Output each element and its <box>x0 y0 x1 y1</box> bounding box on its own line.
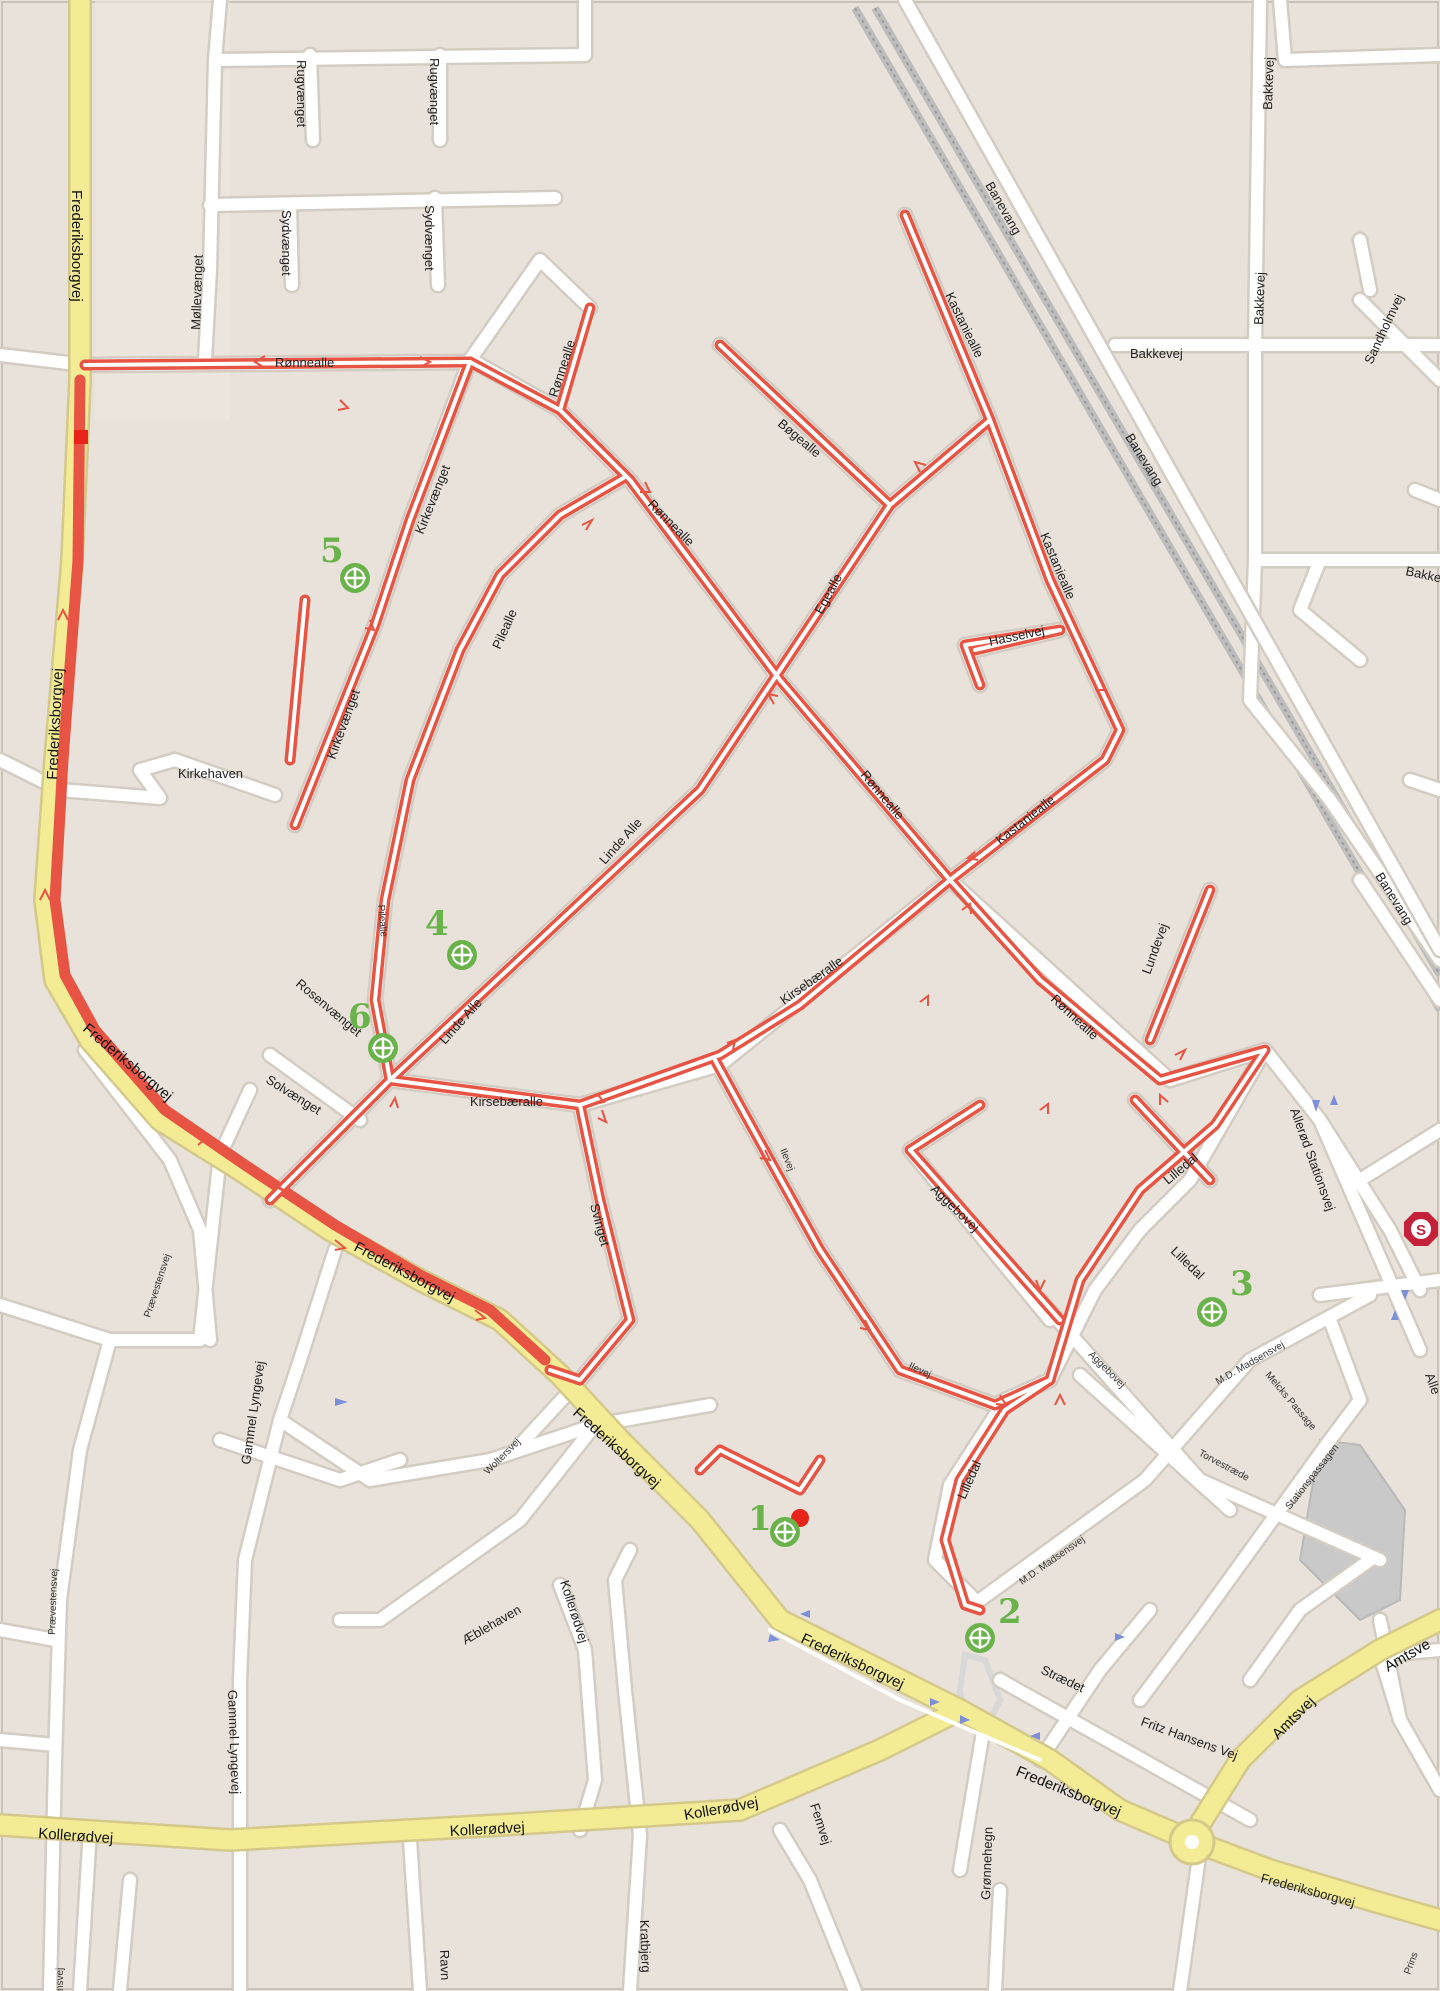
crosshair-ring <box>970 1628 990 1648</box>
street-label: Bakkevej <box>1251 272 1268 325</box>
red-square-icon[interactable] <box>74 430 88 444</box>
route-marker-label: 2 <box>998 1592 1022 1632</box>
street-label: Kirsebæralle <box>470 1094 543 1109</box>
street-label: Bakkevej <box>1130 346 1183 361</box>
crosshair-ring <box>373 1038 393 1058</box>
crosshair-lines <box>774 1521 796 1543</box>
route-marker-2[interactable]: 2 <box>965 1592 1022 1653</box>
street-label: Grønnehegn <box>978 1827 996 1900</box>
route-marker-label: 5 <box>320 531 344 571</box>
street-label: Frederiksborgvej <box>44 668 67 780</box>
route-marker-4[interactable]: 4 <box>425 904 477 970</box>
street-label: Frederiksborgvej <box>68 190 85 302</box>
street-label: Gammel Lyngevej <box>225 1690 244 1795</box>
street-label: Pilealle <box>375 904 389 938</box>
route-marker-6[interactable]: 6 <box>348 997 398 1063</box>
crosshair-lines <box>969 1627 991 1649</box>
street-label: Rugvænget <box>294 60 309 128</box>
station-badge-letter: S <box>1416 1222 1426 1239</box>
street-label: Rugvænget <box>427 58 442 126</box>
street-label: Ravn <box>437 1950 453 1981</box>
street-label: Møllevænget <box>188 254 206 330</box>
crosshair-ring <box>775 1522 795 1542</box>
street-label: Bakkevej <box>1260 57 1277 110</box>
route-arrows <box>39 355 1188 1407</box>
station-badge[interactable]: S <box>1404 1212 1438 1246</box>
crosshair-ring <box>1202 1302 1222 1322</box>
route-marker-5[interactable]: 5 <box>320 531 370 593</box>
parking-area <box>1298 1438 1407 1622</box>
street-label: Kollerødvej <box>449 1819 525 1840</box>
route-markers[interactable]: 1 2 3 4 5 6 <box>320 531 1254 1653</box>
street-label: Kratbjerg <box>637 1920 654 1973</box>
crosshair-lines <box>344 567 366 589</box>
crosshair-lines <box>372 1037 394 1059</box>
crosshair-lines <box>451 944 473 966</box>
crosshair-ring <box>452 945 472 965</box>
street-label: Sydvænget <box>279 210 294 276</box>
route-marker-label: 4 <box>425 904 449 944</box>
route-marker-3[interactable]: 3 <box>1197 1264 1254 1327</box>
street-label: Kollerødvej <box>38 1825 114 1847</box>
route-marker-label: 3 <box>1230 1264 1254 1304</box>
route-marker-label: 1 <box>748 1499 772 1539</box>
street-label: Prævestensvej <box>47 1569 60 1635</box>
street-label: nsvej <box>55 1968 66 1991</box>
street-label: Rønnealle <box>275 355 334 370</box>
crosshair-ring <box>345 568 365 588</box>
light-area <box>95 0 230 420</box>
route-marker-label: 6 <box>348 997 372 1037</box>
route-marker-1[interactable]: 1 <box>748 1499 800 1547</box>
street-label: Sydvænget <box>422 205 437 271</box>
crosshair-lines <box>1201 1301 1223 1323</box>
street-label: Kirkehaven <box>178 766 243 781</box>
oneway-arrows <box>335 1095 1409 1740</box>
